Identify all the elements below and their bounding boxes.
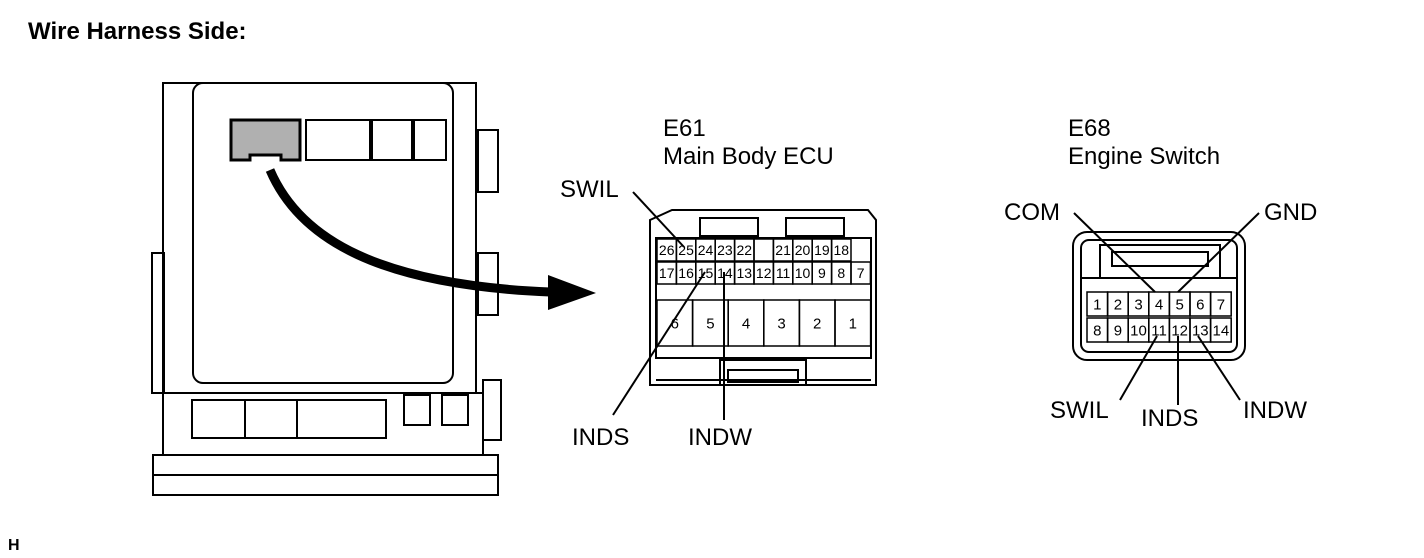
e68-name: Engine Switch — [1068, 143, 1220, 170]
e61-name: Main Body ECU — [663, 143, 834, 170]
pin-number: 10 — [1130, 322, 1147, 339]
pin-number: 4 — [1155, 296, 1163, 313]
pin-number: 1 — [1093, 296, 1101, 313]
pin-number: 11 — [776, 265, 791, 281]
junction-block-outline — [151, 82, 502, 496]
e68-label-inds: INDS — [1141, 405, 1198, 432]
e68-code: E68 — [1068, 115, 1111, 142]
arrow-head — [548, 275, 596, 310]
pin-number: 1 — [849, 315, 857, 332]
pin-cell — [1209, 317, 1232, 343]
e68-label-indw: INDW — [1243, 397, 1307, 424]
pin-number: 2 — [1114, 296, 1122, 313]
pin-number: 8 — [1093, 322, 1101, 339]
pin-number: 14 — [717, 265, 733, 281]
pin-number: 13 — [737, 265, 753, 281]
highlighted-connector — [229, 118, 302, 162]
pin-number: 16 — [678, 265, 694, 281]
pin-number: 12 — [756, 265, 772, 281]
pin-number: 9 — [1114, 322, 1122, 339]
pin-number: 7 — [857, 265, 865, 281]
pin-cell — [834, 299, 872, 347]
pin-number: 6 — [671, 315, 679, 332]
pointer-arrow — [265, 168, 551, 297]
pin-number: 13 — [1192, 322, 1209, 339]
pin-cell — [1209, 291, 1232, 317]
pin-number: 6 — [1196, 296, 1204, 313]
pin-number: 9 — [818, 265, 826, 281]
pin-number: 22 — [737, 242, 753, 258]
pin-number: 17 — [659, 265, 675, 281]
e68-housing — [1072, 231, 1246, 361]
pin-number: 21 — [775, 242, 791, 258]
pin-number: 11 — [1151, 322, 1167, 339]
pin-number: 18 — [834, 242, 850, 258]
pin-number: 3 — [777, 315, 785, 332]
pin-number: 3 — [1134, 296, 1142, 313]
e68-label-com: COM — [1004, 199, 1060, 226]
e61-housing — [649, 209, 877, 386]
pin-number: 2 — [813, 315, 821, 332]
pin-number: 23 — [717, 242, 733, 258]
e68-label-swil: SWIL — [1050, 397, 1109, 424]
e68-label-gnd: GND — [1264, 199, 1317, 226]
page-title: Wire Harness Side: — [28, 18, 247, 45]
e61-leader-lines — [612, 191, 725, 420]
pin-number: 5 — [1176, 296, 1184, 313]
pin-number: 12 — [1171, 322, 1188, 339]
pin-number: 20 — [795, 242, 811, 258]
e61-label-indw: INDW — [688, 424, 752, 451]
e68-leader-lines — [1073, 212, 1260, 405]
e61-label-swil: SWIL — [560, 176, 619, 203]
pin-number: 10 — [795, 265, 811, 281]
pin-number: 7 — [1217, 296, 1225, 313]
pin-number: 14 — [1213, 322, 1230, 339]
pin-number: 4 — [742, 315, 750, 332]
pin-number: 19 — [814, 242, 830, 258]
pin-cell — [830, 238, 852, 262]
pin-number: 26 — [659, 242, 675, 258]
pin-number: 24 — [698, 242, 714, 258]
pin-cell — [753, 238, 775, 262]
e61-code: E61 — [663, 115, 706, 142]
pin-cell — [850, 261, 872, 285]
pin-number: 5 — [706, 315, 714, 332]
e61-label-inds: INDS — [572, 424, 629, 451]
pin-number: 8 — [837, 265, 845, 281]
corner-mark: H — [8, 537, 20, 554]
